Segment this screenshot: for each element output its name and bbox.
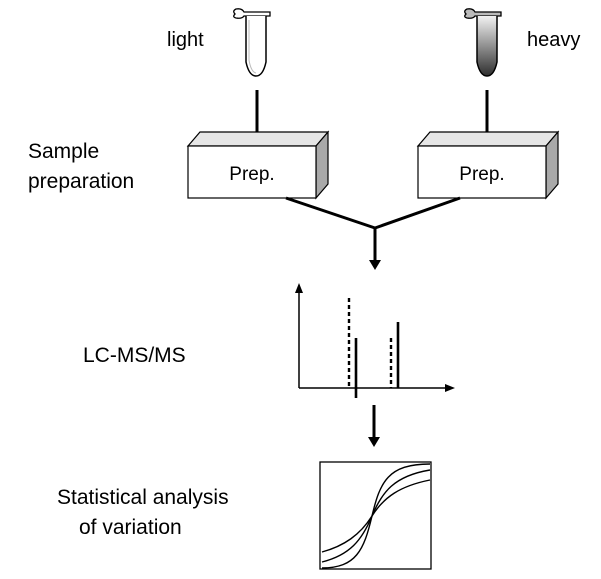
statistics-label-line1: Statistical analysis [57,486,229,509]
statistics-label-line2: of variation [79,516,182,539]
heavy-tube-icon [464,8,502,77]
mass-spectrum-plot [295,283,455,398]
prep-box-light [186,130,330,200]
sigmoid-curve-shallow [321,479,431,553]
sample-preparation-label-line1: Sample [28,140,99,163]
light-label: light [167,29,204,51]
lcms-label: LC-MS/MS [83,344,186,367]
merge-connector [285,196,461,270]
light-tube-icon [233,8,271,77]
arrow-to-statistics [368,405,380,447]
prep-box-heavy [416,130,560,200]
heavy-label: heavy [527,29,580,51]
sample-preparation-label-line2: preparation [28,170,134,193]
statistics-plot [319,461,432,570]
prep-box-heavy-label: Prep. [459,164,504,185]
prep-box-light-label: Prep. [229,164,274,185]
